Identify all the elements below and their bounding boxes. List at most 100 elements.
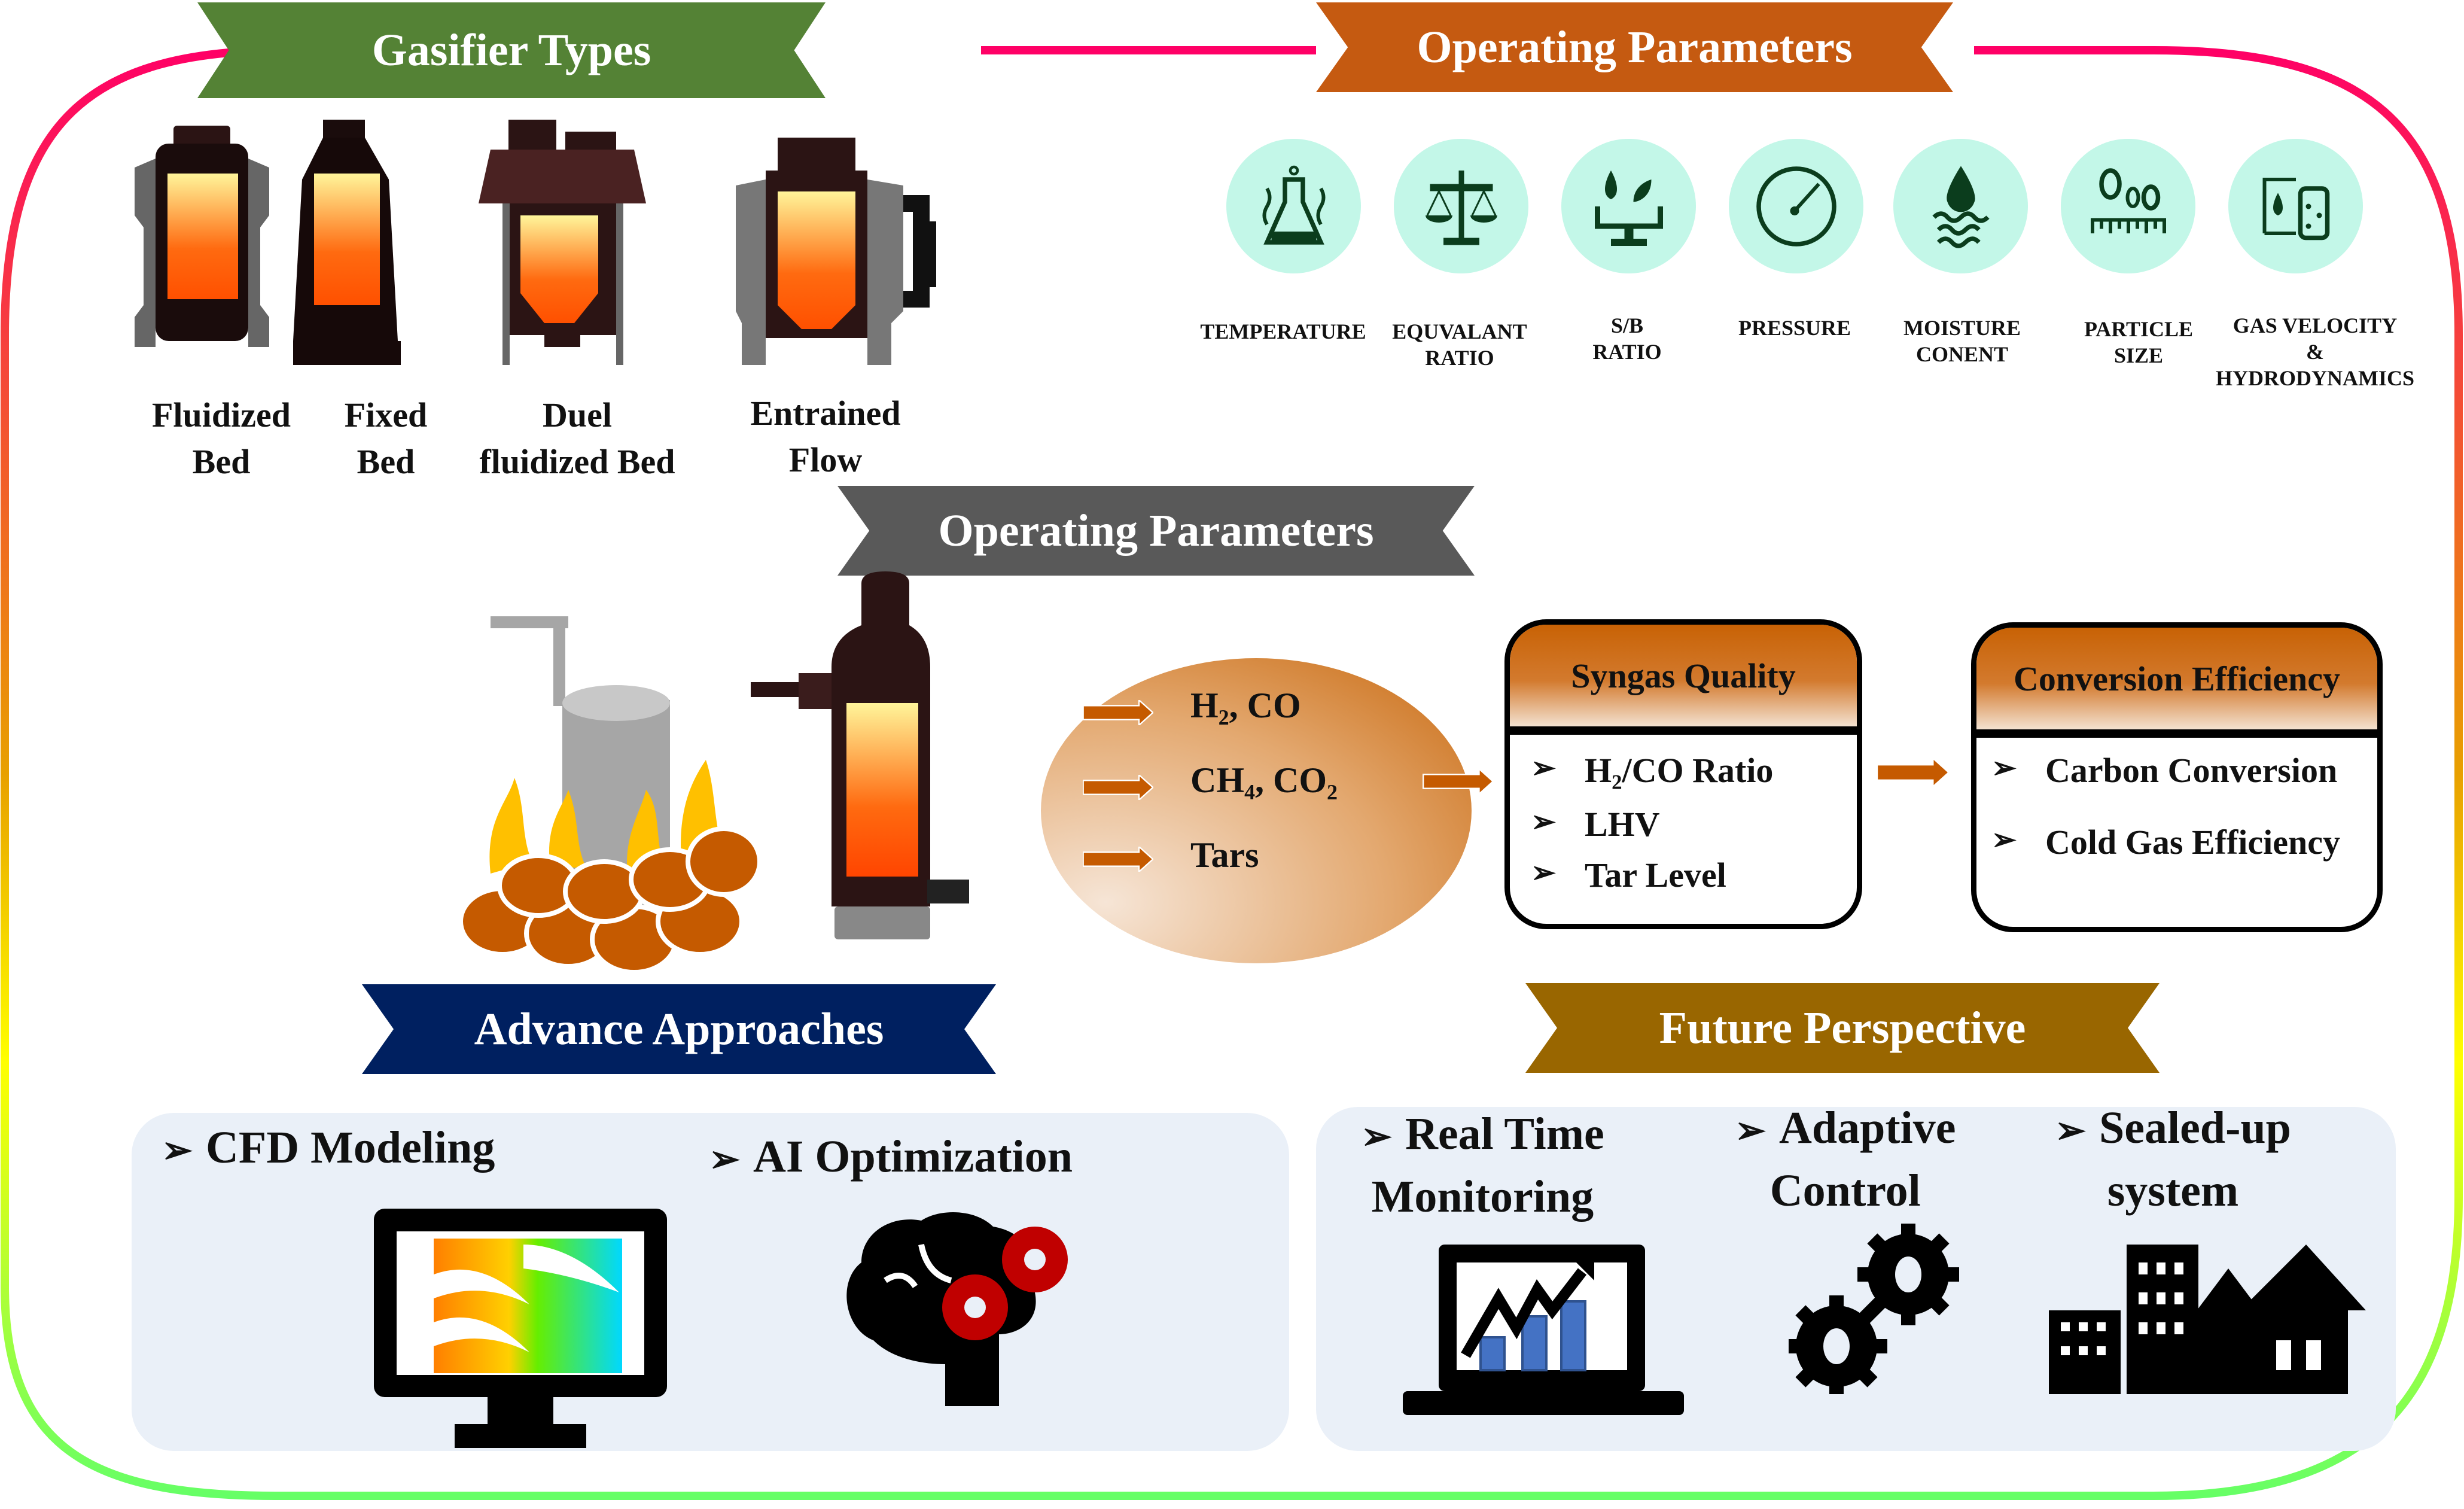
item-line: Monitoring — [1371, 1172, 1594, 1222]
banner-title: Gasifier Types — [371, 25, 651, 75]
param-label-pressure: PRESSURE — [1723, 315, 1866, 341]
label-line: SIZE — [2113, 343, 2164, 367]
label-line: GAS VELOCITY — [2232, 314, 2398, 337]
param-sb-ratio — [1561, 139, 1696, 273]
product-arrow-icon — [1083, 700, 1153, 725]
advance-approaches-panel — [132, 1113, 1289, 1451]
particle-ruler-icon — [2090, 168, 2166, 233]
ai-brain-gears-icon — [846, 1212, 1068, 1406]
bullet-arrow-icon: ➢ — [2055, 1111, 2086, 1151]
bullet-arrow-icon: ➢ — [1991, 751, 2017, 784]
future-sealed-up-system: ➢ Sealed-up system — [2055, 1098, 2291, 1221]
banner-future-perspective: Future Perspective — [1525, 983, 2160, 1073]
bullet-arrow-icon: ➢ — [709, 1139, 740, 1180]
product-ch4-co2: CH₄, CO₂ — [1190, 760, 1338, 800]
approach-cfd-modeling: ➢ CFD Modeling — [162, 1119, 495, 1179]
gas-flow-column-icon — [2262, 177, 2329, 240]
label-line: Entrained — [750, 394, 901, 433]
conversion-efficiency-box: Conversion Efficiency ➢Carbon Conversion… — [1971, 622, 2383, 932]
conversion-item-carbon: ➢ Carbon Conversion — [1991, 750, 2338, 790]
param-moisture-content — [1893, 139, 2028, 273]
banner-title: Operating Parameters — [938, 505, 1374, 556]
bullet-arrow-icon: ➢ — [1735, 1111, 1766, 1151]
item-text: Tar Level — [1585, 856, 1726, 895]
label-line: Bed — [357, 442, 415, 481]
label-line: HYDRODYNAMICS — [2216, 366, 2414, 390]
label-line: S/B — [1610, 314, 1644, 337]
param-equivalence-ratio — [1394, 139, 1528, 273]
bullet-arrow-icon: ➢ — [1531, 856, 1556, 889]
bullet-arrow-icon: ➢ — [1361, 1116, 1392, 1157]
param-temperature — [1226, 139, 1361, 273]
label-line: RATIO — [1592, 340, 1662, 364]
product-h2-co: H₂, CO — [1190, 686, 1301, 725]
label-line: MOISTURE — [1903, 316, 2021, 340]
steam-biomass-icon — [1594, 170, 1663, 246]
approach-ai-optimization: ➢ AI Optimization — [709, 1128, 1073, 1188]
flow-arrow-icon — [1878, 760, 1948, 785]
bullet-arrow-icon: ➢ — [1991, 823, 2017, 856]
fixed-bed-gasifier-icon — [293, 120, 401, 365]
label-line: Fluidized — [151, 395, 291, 434]
laptop-chart-icon — [1403, 1245, 1684, 1415]
gasifier-illustrations — [135, 120, 936, 365]
product-tars: Tars — [1190, 835, 1259, 875]
item-line: ➢ Real Time — [1361, 1104, 1604, 1167]
syngas-item-h2-co-ratio: ➢ H₂/CO Ratio — [1531, 750, 1774, 790]
frame-left-curve — [1, 46, 2463, 1500]
entrained-flow-gasifier-icon — [736, 138, 936, 365]
label-line: PARTICLE — [2084, 317, 2194, 341]
banner-gasifier-types: Gasifier Types — [197, 2, 826, 98]
param-label-gas-velocity: GAS VELOCITY&HYDRODYNAMICS — [2201, 312, 2429, 391]
gasifier-label-dual-fluidized-bed: Duel fluidized Bed — [455, 392, 700, 485]
syngas-quality-title: Syngas Quality — [1510, 625, 1857, 735]
bullet-arrow-icon: ➢ — [162, 1130, 193, 1171]
label-line: Fixed — [344, 395, 428, 434]
label-line: Flow — [788, 440, 863, 479]
gears-icon — [1789, 1224, 1959, 1394]
label-line: Bed — [192, 442, 251, 481]
item-text: Carbon Conversion — [2045, 751, 2338, 790]
param-label-sb-ratio: S/B RATIO — [1561, 312, 1693, 365]
label-line: fluidized Bed — [479, 442, 675, 481]
product-arrow-icon — [1083, 775, 1153, 800]
syngas-item-tar-level: ➢ Tar Level — [1531, 855, 1726, 895]
item-text: Real Time — [1405, 1109, 1604, 1159]
item-text: H₂/CO Ratio — [1585, 751, 1774, 790]
bullet-arrow-icon: ➢ — [1531, 751, 1556, 784]
water-drop-icon — [1932, 166, 1990, 248]
product-arrow-icon — [1083, 847, 1153, 872]
item-text: Sealed-up — [2098, 1103, 2291, 1153]
item-line: ➢ Adaptive — [1735, 1098, 1956, 1161]
dual-fluidized-bed-gasifier-icon — [479, 120, 646, 365]
thermometer-flask-icon — [1262, 165, 1325, 245]
param-pressure — [1729, 139, 1863, 273]
item-line: system — [2107, 1166, 2239, 1216]
item-line: ➢ Sealed-up — [2055, 1098, 2291, 1161]
gasifier-label-entrained-flow: Entrained Flow — [718, 390, 933, 483]
syngas-quality-box: Syngas Quality ➢ H₂/CO Ratio ➢LHV ➢ Tar Le… — [1504, 619, 1862, 929]
cfd-monitor-icon — [374, 1209, 667, 1448]
item-line: Control — [1769, 1166, 1921, 1216]
banner-title: Future Perspective — [1659, 1002, 2026, 1053]
label-line: RATIO — [1425, 346, 1494, 370]
item-text: AI Optimization — [753, 1131, 1073, 1182]
balance-scale-icon — [1425, 170, 1497, 245]
banner-title: Operating Parameters — [1417, 22, 1853, 72]
item-text: CFD Modeling — [205, 1122, 495, 1173]
item-text: Cold Gas Efficiency — [2045, 823, 2340, 862]
conversion-item-cold-gas: ➢ Cold Gas Efficiency — [1991, 822, 2340, 862]
flow-arrow-icon — [1423, 769, 1494, 794]
param-particle-size — [2061, 139, 2195, 273]
label-line: Duel — [543, 395, 612, 434]
syngas-item-lhv: ➢LHV — [1531, 804, 1660, 844]
label-line: CONENT — [1915, 342, 2009, 366]
gasifier-label-fluidized-bed: Fluidized Bed — [132, 392, 311, 485]
item-text: Adaptive — [1778, 1103, 1956, 1153]
